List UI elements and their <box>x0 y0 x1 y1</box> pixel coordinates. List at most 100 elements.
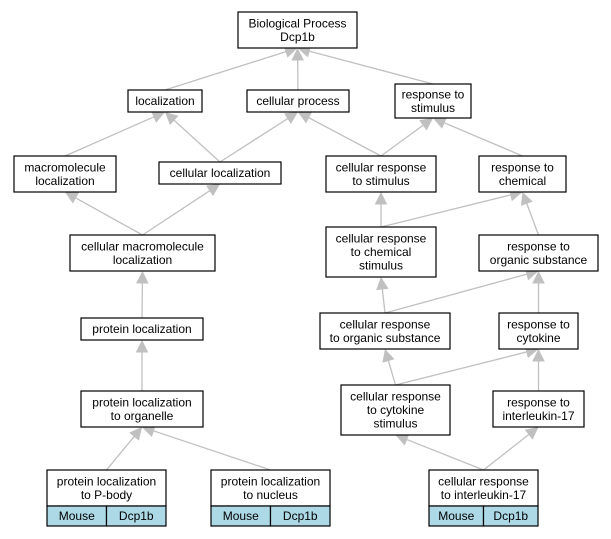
node-label: cellular response <box>350 390 441 404</box>
node-label: cellular response <box>336 160 427 174</box>
node-box <box>80 390 204 428</box>
edge-crcy-to-cros <box>382 348 397 386</box>
edge-cril-to-ril <box>483 426 539 471</box>
node-box <box>158 161 282 185</box>
node-box <box>13 155 117 193</box>
node-label: macromolecule <box>24 160 106 174</box>
node-cl[interactable]: cellular localization <box>158 161 282 185</box>
node-box <box>80 317 204 341</box>
node-label: cellular response <box>340 317 431 331</box>
node-label: to cytokine <box>367 403 425 417</box>
node-box <box>325 155 437 193</box>
edge-plo-to-pl <box>135 339 149 391</box>
node-label: stimulus <box>373 417 417 431</box>
edge-cmml-to-cl <box>142 183 221 236</box>
node-label: Biological Process <box>248 16 346 30</box>
edge-ros-to-rtc <box>520 191 540 236</box>
node-box <box>210 469 331 507</box>
node-label: response to <box>507 317 570 331</box>
edge-crcs-to-rtc <box>380 188 523 228</box>
edge-pln-to-plo <box>141 424 271 471</box>
node-label: protein localization <box>92 395 191 409</box>
annotation-cell-label: Mouse <box>438 509 474 523</box>
node-box <box>46 469 167 507</box>
node-box <box>325 226 437 278</box>
node-box <box>127 89 203 113</box>
annotation-cell-label: Dcp1b <box>283 509 318 523</box>
node-box <box>340 384 451 436</box>
node-box <box>478 234 599 272</box>
node-box <box>237 11 358 49</box>
node-label: to stimulus <box>352 174 409 188</box>
edge-crcs-to-crs <box>374 191 388 227</box>
edge-rtc-to-rts <box>432 117 523 157</box>
node-label: protein localization <box>221 474 320 488</box>
node-label: cellular response <box>438 474 529 488</box>
node-label: localization <box>135 94 194 108</box>
edge-mml-to-loc <box>64 111 166 157</box>
node-label: response to <box>402 87 465 101</box>
node-label: cytokine <box>516 331 560 345</box>
annotation-cell <box>105 505 167 527</box>
node-loc[interactable]: localization <box>127 89 203 113</box>
node-label: Dcp1b <box>280 30 315 44</box>
edge-loc-to-bp <box>164 45 298 91</box>
edge-pl-to-cmml <box>136 270 149 319</box>
edge-ril-to-rtcy <box>532 348 545 391</box>
edge-crcy-to-rtcy <box>395 345 539 386</box>
annotation-cell <box>269 505 331 527</box>
node-label: response to <box>491 160 554 174</box>
edge-cmml-to-mml <box>64 191 143 236</box>
edge-cl-to-cp <box>219 111 299 163</box>
annotation-cell-label: Mouse <box>59 509 95 523</box>
edge-cros-to-crcs <box>376 276 389 314</box>
node-label: to chemical <box>351 245 412 259</box>
node-label: cellular macromolecule <box>81 239 204 253</box>
edge-crs-to-rts <box>380 117 434 157</box>
node-box <box>319 312 451 350</box>
edge-rts-to-bp <box>297 45 434 85</box>
node-label: to P-body <box>81 488 132 502</box>
node-label: cellular localization <box>170 166 271 180</box>
edge-cril-to-crcy <box>395 433 484 471</box>
node-label: interleukin-17 <box>502 409 574 423</box>
node-label: cellular process <box>256 94 339 108</box>
annotation-cell-label: Dcp1b <box>493 509 528 523</box>
node-pl[interactable]: protein localization <box>80 317 204 341</box>
node-label: protein localization <box>57 474 156 488</box>
node-label: cellular response <box>336 232 427 246</box>
node-label: to interleukin-17 <box>441 488 527 502</box>
edge-cl-to-loc <box>164 111 221 163</box>
node-box <box>394 83 472 119</box>
node-box <box>69 234 216 272</box>
annotation-cell <box>482 505 539 527</box>
node-label: to organelle <box>111 409 174 423</box>
node-label: protein localization <box>92 322 191 336</box>
node-cp[interactable]: cellular process <box>246 89 350 113</box>
node-label: to organic substance <box>330 331 441 345</box>
node-label: stimulus <box>359 259 403 273</box>
edge-cp-to-bp <box>291 47 304 91</box>
node-box <box>492 390 585 428</box>
node-box <box>246 89 350 113</box>
edge-rtcy-to-ros <box>532 270 545 313</box>
annotation-cell-label: Mouse <box>223 509 259 523</box>
annotation-cell-label: Dcp1b <box>119 509 154 523</box>
